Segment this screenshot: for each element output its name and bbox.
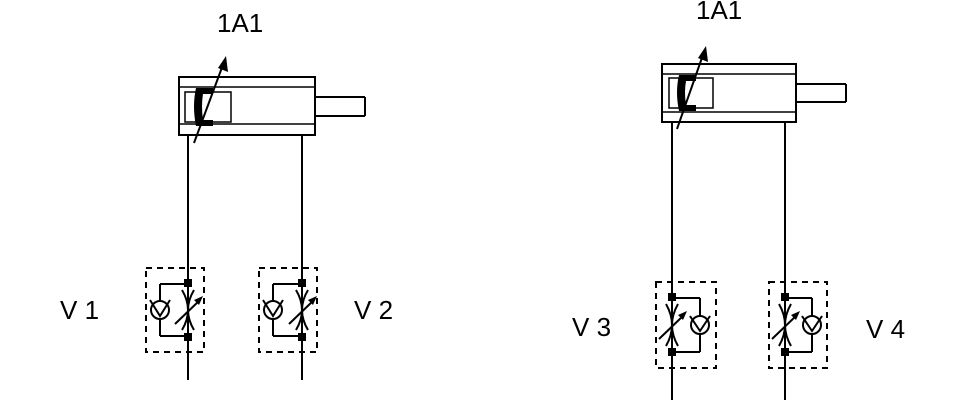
cylinder-body [661,63,797,123]
cushion-seal [194,88,213,126]
cylinder-right [661,46,847,130]
cylinder-body [178,76,316,136]
right-circuit: 1A1 V 3 [572,0,905,400]
adjustable-cushion-arrow [193,61,225,144]
valve-label-v1: V 1 [60,295,99,325]
valve-label-v4: V 4 [866,314,905,344]
flow-control-valve-v4 [768,281,828,369]
left-circuit: 1A1 V 1 [60,8,393,380]
cylinder-left [178,56,366,144]
cylinder-label-left: 1A1 [217,8,263,38]
cushion-seal [677,75,696,111]
flow-control-valve-v2 [258,267,318,353]
flow-control-valve-v3 [655,281,717,369]
adjustable-cushion-arrow [676,51,705,130]
valve-label-v3: V 3 [572,312,611,342]
piston [668,77,714,109]
cylinder-label-right: 1A1 [696,0,742,25]
valve-label-v2: V 2 [354,295,393,325]
flow-control-valve-v1 [145,267,205,353]
